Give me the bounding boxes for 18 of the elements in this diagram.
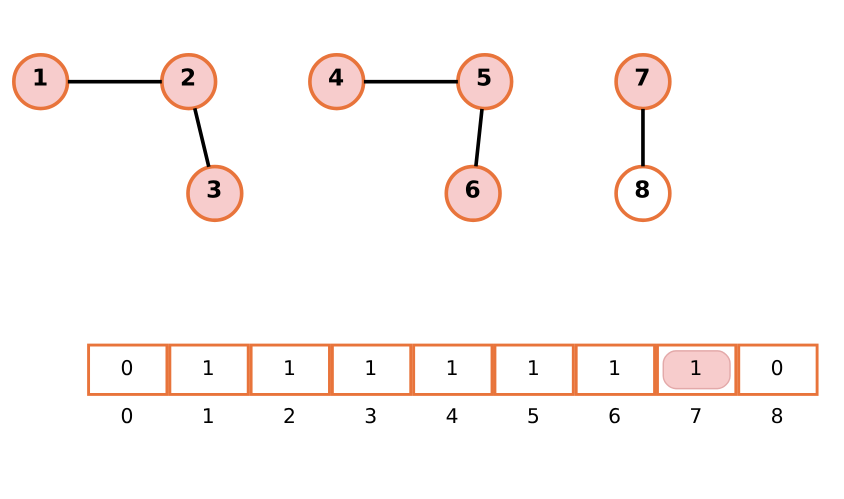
label: 0	[120, 403, 134, 428]
label: 1	[608, 356, 622, 380]
label: 0	[770, 356, 784, 380]
label: 1	[283, 356, 296, 380]
label: 1	[364, 356, 378, 380]
label: 1	[202, 356, 215, 380]
label: 3	[364, 403, 378, 428]
label: 1	[202, 403, 215, 428]
label: 7	[689, 403, 702, 428]
label: 4	[446, 403, 459, 428]
label: 0	[120, 356, 134, 380]
label: 1	[689, 356, 702, 380]
label: 6	[608, 403, 622, 428]
label: 1	[526, 356, 540, 380]
label: 5	[526, 403, 540, 428]
label: 2	[283, 403, 296, 428]
label: 8	[770, 403, 784, 428]
label: 1	[446, 356, 459, 380]
